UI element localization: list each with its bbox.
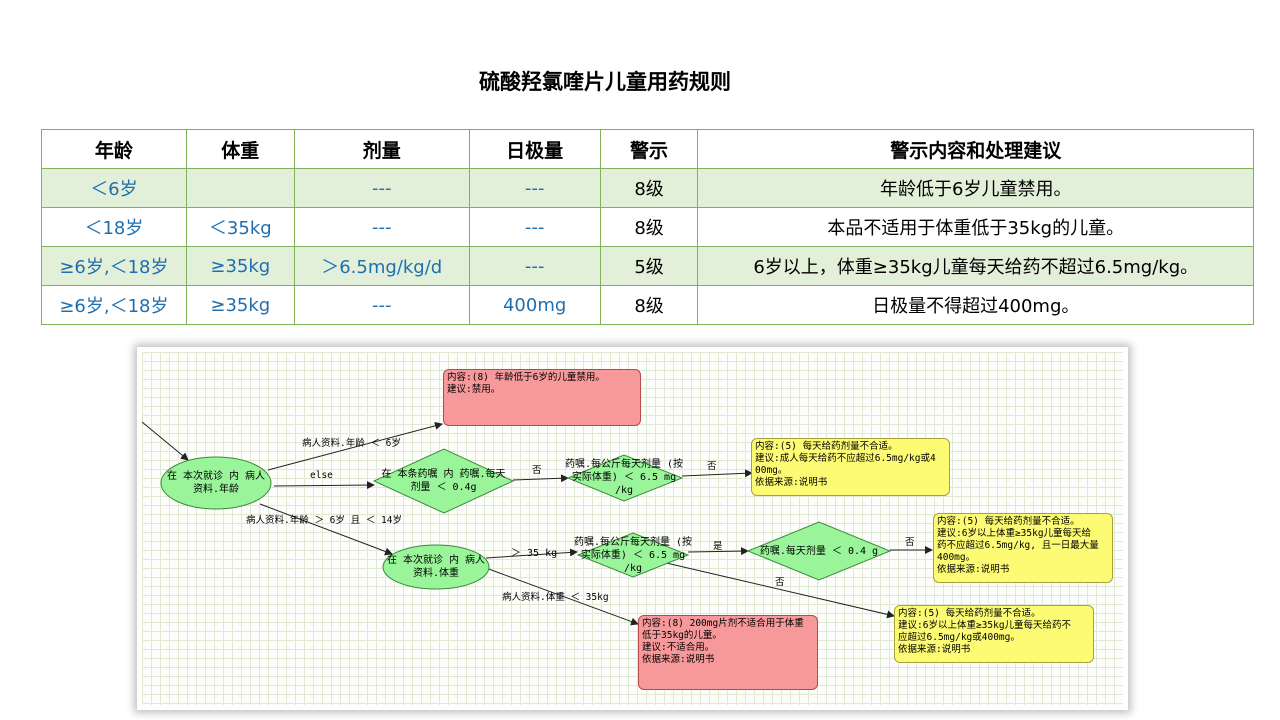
edge-perkg2-no	[661, 561, 895, 619]
perkg1-diamond-node	[566, 454, 684, 502]
cell-warning: 8级	[599, 168, 699, 208]
edge-entry	[142, 421, 189, 461]
table-row: ＜18岁 ＜35kg --- --- 8级 本品不适用于体重低于35kg的儿童。	[41, 207, 1254, 247]
edge-label-yes: 是	[713, 541, 723, 552]
header-age: 年龄	[41, 129, 187, 169]
header-dose: 剂量	[293, 129, 470, 169]
edge-age-lt6	[267, 421, 443, 471]
daily-node-label: 药嘱.每天剂量 ＜ 0.4 g	[759, 545, 879, 557]
cell-warning: 8级	[599, 285, 699, 325]
cell-age: ≥6岁,＜18岁	[41, 246, 187, 286]
cell-age: ≥6岁,＜18岁	[41, 285, 187, 325]
daily-diamond-node	[746, 521, 892, 581]
header-warning: 警示	[599, 129, 699, 169]
perkg2-diamond-node	[576, 532, 690, 578]
table-header-row: 年龄 体重 剂量 日极量 警示 警示内容和处理建议	[41, 129, 1254, 169]
edge-label-age-range: 病人资料.年龄 ＞ 6岁 且 ＜ 14岁	[246, 515, 402, 526]
age-node-label: 在 本次就诊 内 病人 资料.年龄	[166, 471, 266, 495]
edge-label-gt35: ＞ 35 kg	[511, 548, 558, 559]
edge-label-no-1: 否	[532, 465, 542, 476]
cell-daily-max: ---	[468, 207, 601, 247]
table-row: ＜6岁 --- --- 8级 年龄低于6岁儿童禁用。	[41, 168, 1254, 208]
cell-advice: 日极量不得超过400mg。	[697, 285, 1254, 325]
edge-wt-lt35	[485, 567, 639, 626]
header-advice: 警示内容和处理建议	[697, 129, 1254, 169]
cell-weight: ＜35kg	[185, 207, 295, 247]
edge-label-no-2: 否	[707, 461, 717, 472]
cell-dose: ---	[293, 207, 470, 247]
edge-label-no-4: 否	[775, 577, 785, 588]
edge-else	[273, 481, 375, 490]
rules-table: 年龄 体重 剂量 日极量 警示 警示内容和处理建议 ＜6岁 --- --- 8级…	[41, 129, 1254, 325]
header-weight: 体重	[185, 129, 295, 169]
edge-gt35	[485, 548, 578, 559]
edge-dose-no	[512, 474, 569, 483]
header-daily-max: 日极量	[468, 129, 601, 169]
cell-advice: 年龄低于6岁儿童禁用。	[697, 168, 1254, 208]
edge-label-else: else	[310, 470, 333, 481]
table-row: ≥6岁,＜18岁 ≥35kg ＞6.5mg/kg/d --- 5级 6岁以上，体…	[41, 246, 1254, 286]
cell-dose: ---	[293, 168, 470, 208]
cell-daily-max: ---	[468, 246, 601, 286]
flowchart-shapes	[142, 421, 933, 626]
edge-label-wt-lt35: 病人资料.体重 ＜ 35kg	[502, 592, 609, 603]
edge-perkg1-no	[681, 469, 753, 478]
age-ban-alert: 内容:(8) 年龄低于6岁的儿童禁用。 建议:禁用。	[443, 369, 641, 426]
table-row: ≥6岁,＜18岁 ≥35kg --- 400mg 8级 日极量不得超过400mg…	[41, 285, 1254, 325]
age-oval-node	[160, 456, 272, 510]
cell-daily-max: 400mg	[468, 285, 601, 325]
perkg1-node-label: 药嘱.每公斤每天剂量 (按实际体重) ＜ 6.5 mg /kg	[564, 458, 684, 496]
cell-dose: ＞6.5mg/kg/d	[293, 246, 470, 286]
cell-advice: 本品不适用于体重低于35kg的儿童。	[697, 207, 1254, 247]
weight-oval-node	[382, 544, 490, 590]
dose-alert-3: 内容:(5) 每天给药剂量不合适。 建议:6岁以上体重≥35kg儿童每天给药不 …	[894, 605, 1094, 663]
dose-node-label: 在 本条药嘱 内 药嘱.每天 剂量 ＜ 0.4g	[381, 469, 506, 493]
rule-flowchart: 在 本次就诊 内 病人 资料.年龄 在 本条药嘱 内 药嘱.每天 剂量 ＜ 0.…	[142, 352, 1123, 705]
perkg2-node-label: 药嘱.每公斤每天剂量 (按实际体重) ＜ 6.5 mg /kg	[573, 536, 693, 574]
cell-weight: ≥35kg	[185, 246, 295, 286]
page-title: 硫酸羟氯喹片儿童用药规则	[479, 70, 731, 94]
weight-ban-alert: 内容:(8) 200mg片剂不适合用于体重 低于35kg的儿童。 建议:不适合用…	[638, 615, 818, 690]
cell-dose: ---	[293, 285, 470, 325]
cell-advice: 6岁以上，体重≥35kg儿童每天给药不超过6.5mg/kg。	[697, 246, 1254, 286]
edge-yes	[687, 547, 749, 556]
cell-warning: 8级	[599, 207, 699, 247]
cell-daily-max: ---	[468, 168, 601, 208]
dose-alert-2: 内容:(5) 每天给药剂量不合适。 建议:6岁以上体重≥35kg儿童每天给 药不…	[933, 513, 1113, 583]
cell-age: ＜6岁	[41, 168, 187, 208]
cell-age: ＜18岁	[41, 207, 187, 247]
rule-flowchart-frame: 在 本次就诊 内 病人 资料.年龄 在 本条药嘱 内 药嘱.每天 剂量 ＜ 0.…	[137, 347, 1128, 710]
cell-weight	[185, 168, 295, 208]
cell-warning: 5级	[599, 246, 699, 286]
edge-age-range	[259, 503, 393, 556]
edge-label-age-lt6: 病人资料.年龄 ＜ 6岁	[302, 438, 401, 449]
dose-alert-1: 内容:(5) 每天给药剂量不合适。 建议:成人每天给药不应超过6.5mg/kg或…	[751, 438, 950, 496]
dose-diamond-node	[372, 448, 515, 514]
cell-weight: ≥35kg	[185, 285, 295, 325]
weight-node-label: 在 本次就诊 内 病人 资料.体重	[386, 555, 486, 579]
edge-label-no-3: 否	[905, 537, 915, 548]
